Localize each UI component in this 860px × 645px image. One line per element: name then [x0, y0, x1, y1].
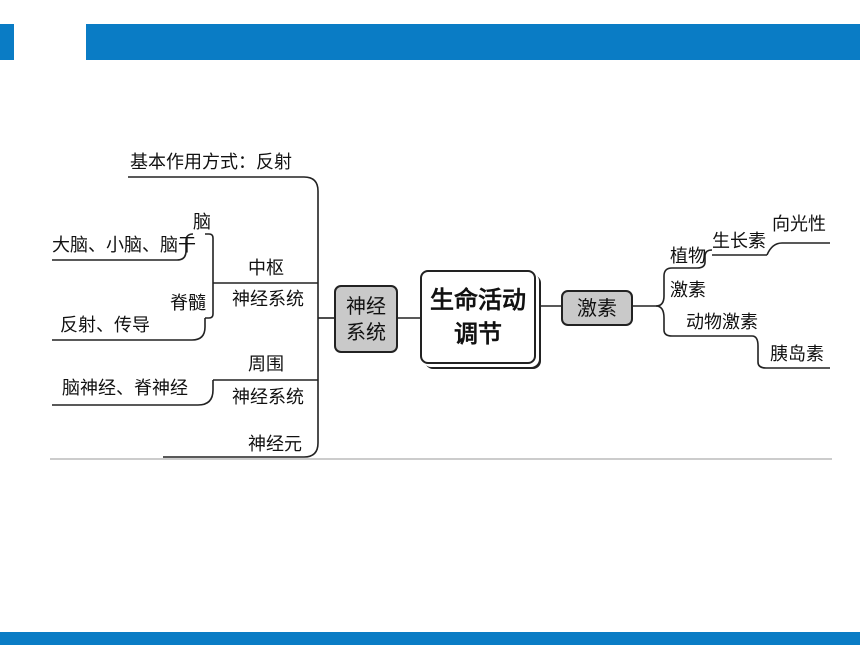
center-line2: 调节: [454, 320, 502, 348]
hormone-node: 激素: [561, 290, 633, 326]
connector-animal-insulin: [751, 335, 830, 369]
insulin-label: 胰岛素: [770, 344, 824, 365]
top-bar-left: [0, 24, 14, 60]
connector-plant-auxin: [672, 249, 713, 269]
plant-hormone-line2: 激素: [670, 280, 706, 301]
peripheral-parts-label: 脑神经、脊神经: [62, 378, 188, 399]
connector-plant-branch: [655, 267, 673, 307]
auxin-label: 生长素: [712, 231, 766, 252]
reflex-basic-label: 基本作用方式：反射: [130, 152, 292, 173]
connector-spinal-func: [52, 318, 206, 341]
plant-hormone-line1: 植物: [670, 246, 706, 267]
connector-reflex-basic: [128, 176, 319, 304]
top-bar: [86, 24, 860, 60]
connector-brain-parts: [52, 233, 194, 261]
central-label-line1: 中枢: [248, 258, 284, 279]
neuron-label: 神经元: [248, 434, 302, 455]
bottom-bar: [0, 632, 860, 645]
connector-animal-branch: [655, 305, 752, 337]
central-label-line2: 神经系统: [232, 289, 304, 310]
nervous-system-line1: 神经: [346, 294, 386, 318]
connector-auxin-photo: [766, 242, 830, 256]
nervous-system-node: 神经 系统: [334, 285, 398, 353]
brain-parts-label: 大脑、小脑、脑干: [52, 235, 196, 256]
center-node: 生命活动 调节: [420, 270, 536, 364]
connector-central-fork-spinal: [205, 283, 214, 319]
hormone-node-label: 激素: [577, 296, 617, 320]
spinal-func-label: 反射、传导: [60, 315, 150, 336]
connector-peripheral-parts: [52, 380, 214, 406]
peripheral-label-line2: 神经系统: [232, 387, 304, 408]
center-line1: 生命活动: [430, 286, 526, 314]
connector-central-fork: [205, 233, 214, 283]
spinal-label: 脊髓: [170, 293, 206, 314]
brain-label: 脑: [193, 212, 211, 233]
peripheral-label-line1: 周围: [248, 354, 284, 375]
connector-neuron: [163, 304, 319, 458]
phototropism-label: 向光性: [772, 214, 826, 235]
nervous-system-line2: 系统: [346, 320, 386, 344]
animal-hormone-label: 动物激素: [686, 312, 758, 333]
